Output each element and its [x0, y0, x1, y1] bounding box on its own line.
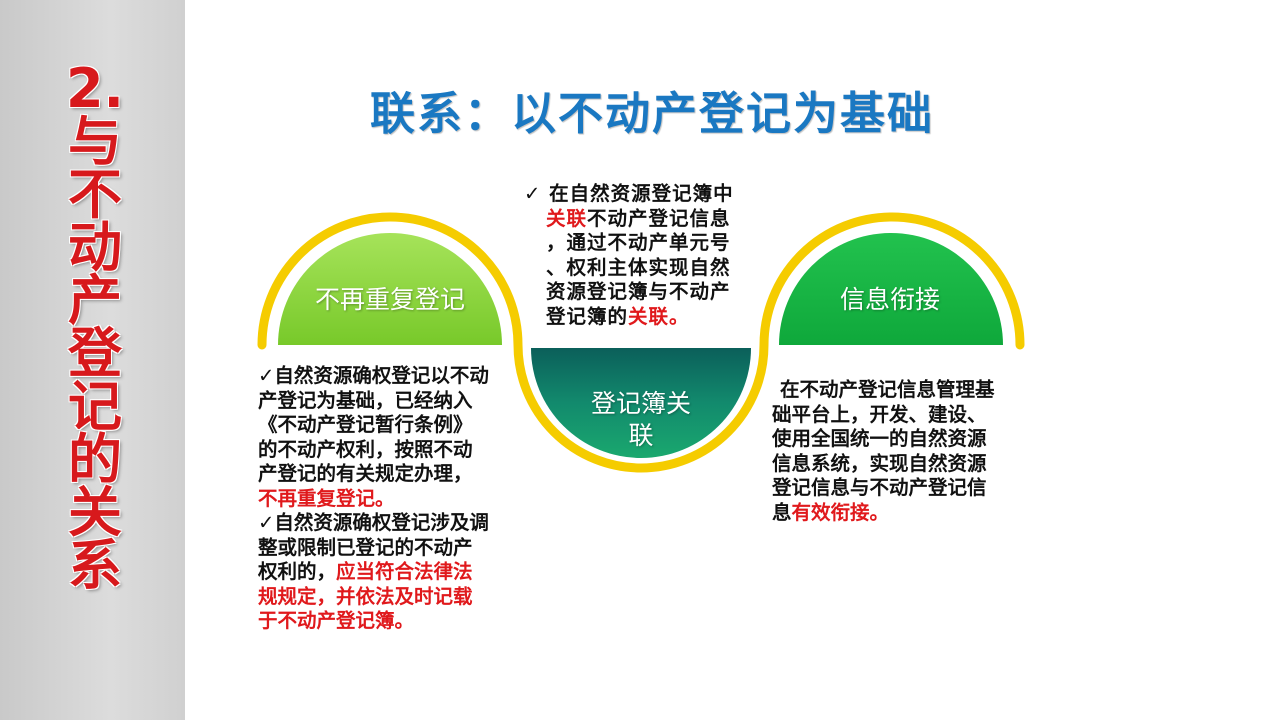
- sidebar-title-char: 登: [68, 322, 122, 385]
- sidebar-title-char: 关: [68, 481, 122, 544]
- check-mark-icon: ✓: [258, 364, 275, 387]
- sidebar-title-char: 不: [68, 163, 122, 226]
- left-description-text: ✓自然资源确权登记以不动 产登记为基础，已经纳入 《不动产登记暂行条例》 的不动…: [258, 364, 489, 632]
- sidebar-title-char: 的: [68, 428, 122, 491]
- page-title: 联系：以不动产登记为基础: [370, 87, 935, 140]
- check-mark-icon: ✓: [524, 182, 542, 205]
- right-description-text: 在不动产登记信息管理基 础平台上，开发、建设、 使用全国统一的自然资源 信息系统…: [772, 378, 995, 524]
- sidebar-title-char: 记: [68, 375, 122, 438]
- sidebar-panel: 2.与不动产登记的关系: [0, 0, 185, 720]
- sidebar-title: 2.与不动产登记的关系: [45, 57, 145, 597]
- sidebar-title-char: 动: [68, 216, 122, 279]
- check-mark-icon: ✓: [258, 511, 275, 534]
- yellow-wave-ring: [257, 212, 1025, 473]
- center-top-text: ✓ 在自然资源登记簿中 关联不动产登记信息 ，通过不动产单元号 、权利主体实现自…: [524, 182, 734, 328]
- left-shape-label: 不再重复登记: [314, 285, 465, 314]
- sidebar-title-char: 与: [68, 110, 122, 173]
- center-shape-label: 登记簿关联: [590, 389, 691, 450]
- right-semicircle-fill: [779, 233, 1003, 345]
- sidebar-title-char: 系: [68, 534, 122, 597]
- center-semicircle-fill: [531, 348, 751, 458]
- sidebar-title-char: 2.: [65, 57, 125, 120]
- right-shape-label: 信息衔接: [839, 285, 940, 314]
- sidebar-title-char: 产: [68, 269, 122, 332]
- left-semicircle-fill: [278, 233, 502, 345]
